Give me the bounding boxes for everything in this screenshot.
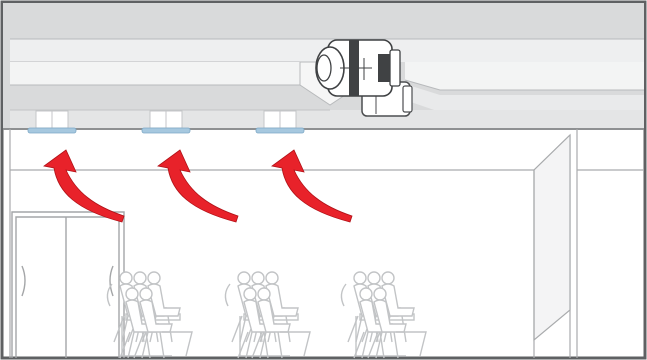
right-duct-lower [405, 84, 644, 112]
unit-band-2 [378, 54, 392, 82]
side-wall [533, 133, 571, 342]
ceiling-diffuser [141, 110, 191, 134]
diffuser-group [27, 110, 305, 134]
ceiling-diffuser [27, 110, 77, 134]
ventilation-unit [315, 39, 413, 117]
ceiling-diffuser [255, 110, 305, 134]
room-walls [9, 129, 644, 358]
lower-duct-left [10, 62, 300, 85]
right-duct [405, 62, 644, 90]
ceiling-plane [10, 110, 644, 128]
